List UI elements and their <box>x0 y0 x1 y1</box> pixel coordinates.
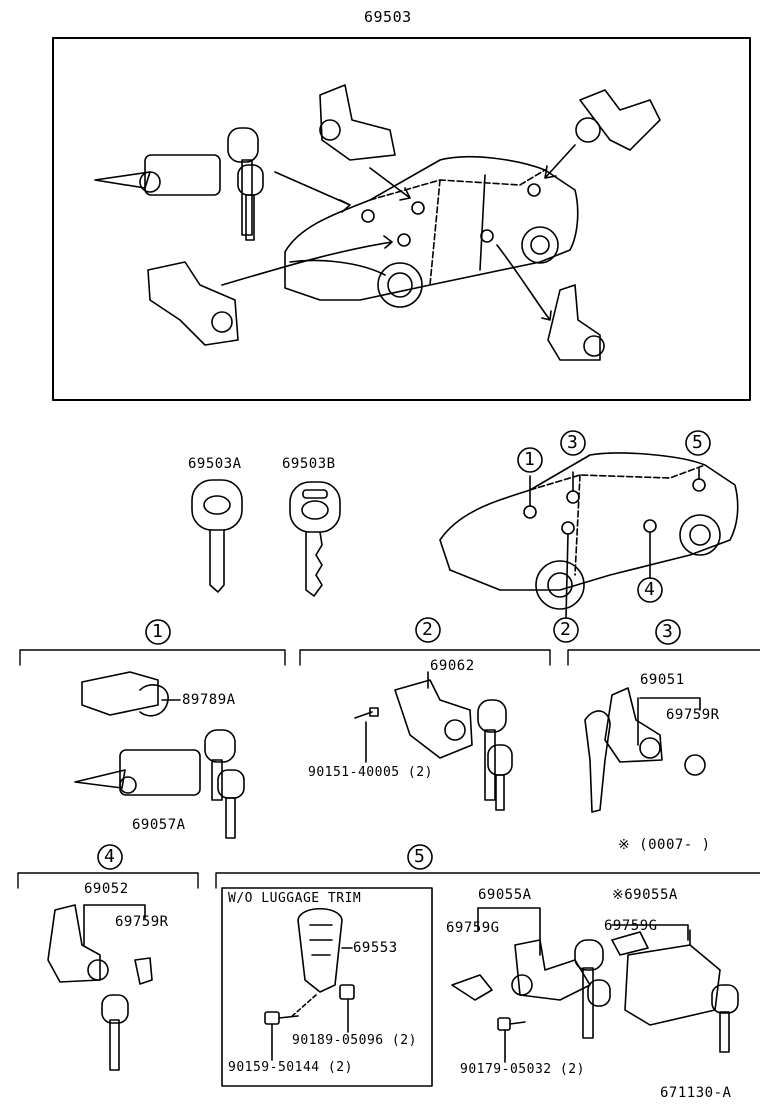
group5-parts <box>451 907 739 1063</box>
group5-part-b-alt: 69759G <box>604 918 658 934</box>
index-callout-circles <box>97 430 711 870</box>
group5-part-b: 69759G <box>446 920 500 936</box>
group5-part-a: 69055A <box>478 887 532 903</box>
key-a-label: 69503A <box>188 456 242 472</box>
group5-sub-part-b: 90189-05096 (2) <box>292 1033 417 1048</box>
group5-part-a-alt: ※69055A <box>612 887 678 903</box>
group3-note: ※ (0007- ) <box>618 837 711 853</box>
group5-sub-part-c: 90159-50144 (2) <box>228 1060 353 1075</box>
diagram-id: 671130-A <box>660 1085 732 1101</box>
group4-part-b: 69759R <box>115 914 169 930</box>
index-car <box>439 452 739 619</box>
index-callout-3: 3 <box>567 432 579 453</box>
group4-parts <box>47 904 153 1071</box>
index-callout-1: 1 <box>524 449 536 470</box>
group1-callout: 1 <box>152 621 164 642</box>
group5-sub-parts <box>264 908 355 1061</box>
group1-parts <box>74 671 245 839</box>
group3-parts <box>584 687 706 813</box>
group3-part-a: 69051 <box>640 672 685 688</box>
group1-part-b: 69057A <box>132 817 186 833</box>
key-69503b <box>289 481 341 597</box>
index-callout-5: 5 <box>692 432 704 453</box>
index-callout-4: 4 <box>644 579 656 600</box>
assembly-number-label: 69503 <box>364 8 412 26</box>
group1-part-a: 89789A <box>182 692 236 708</box>
group3-callout: 3 <box>662 621 674 642</box>
key-b-label: 69503B <box>282 456 336 472</box>
group3-part-b: 69759R <box>666 707 720 723</box>
overview-parts <box>94 84 661 361</box>
group2-callout: 2 <box>422 619 434 640</box>
group5-callout: 5 <box>414 846 426 867</box>
group2-bolt: 90151-40005 (2) <box>308 765 433 780</box>
group-brackets <box>17 649 760 1087</box>
group5-sub-part-a: 69553 <box>353 940 398 956</box>
group5-sub-title: W/O LUGGAGE TRIM <box>228 891 362 906</box>
overview-car <box>284 155 579 308</box>
index-callout-2: 2 <box>560 619 572 640</box>
key-69503a <box>191 479 243 593</box>
overview-arrows <box>221 144 576 321</box>
group4-callout: 4 <box>104 846 116 867</box>
group2-part-a: 69062 <box>430 658 475 674</box>
group4-part-a: 69052 <box>84 881 129 897</box>
group2-parts <box>354 671 513 811</box>
overview-frame <box>52 37 751 401</box>
group5-bolt: 90179-05032 (2) <box>460 1062 585 1077</box>
